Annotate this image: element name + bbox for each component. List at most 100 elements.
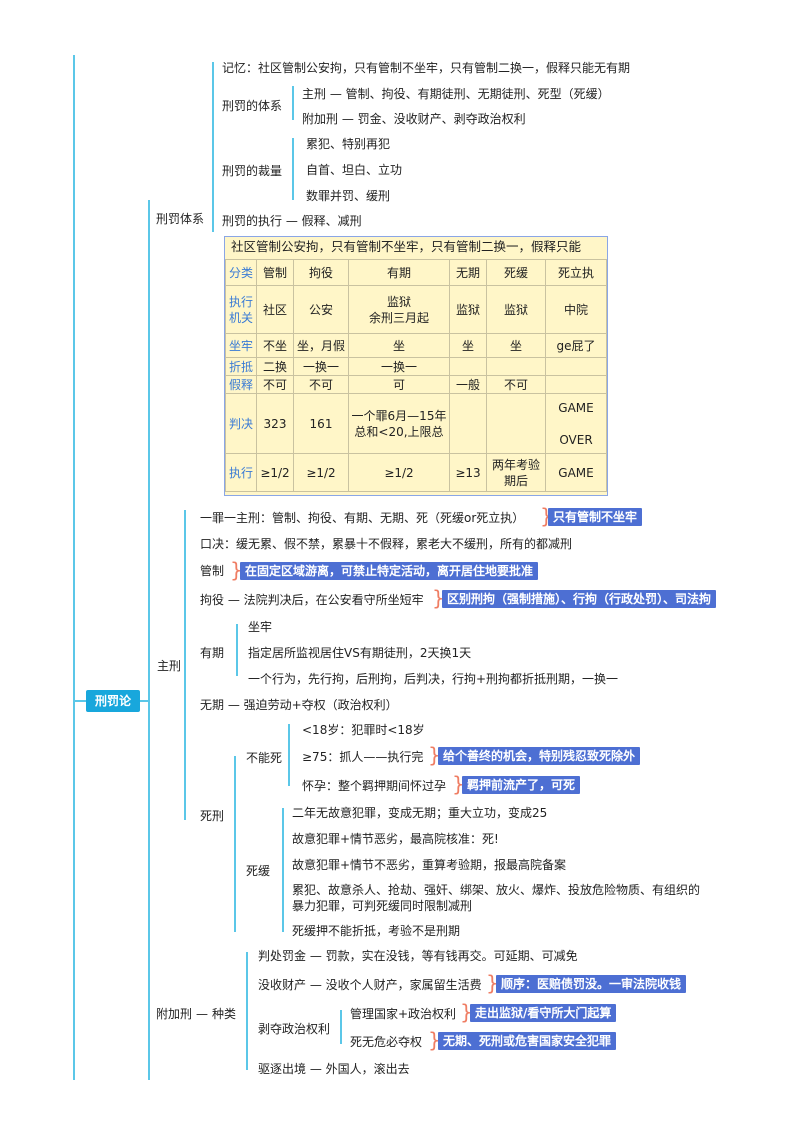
sihuan-item: 累犯、故意杀人、抢劫、强奸、绑架、放火、爆炸、投放危险物质、有组织的暴力犯罪，可… <box>292 883 701 913</box>
sihuan-item: 二年无故意犯罪，变成无期；重大立功，变成25 <box>292 806 548 820</box>
node-koujue: 口决：缓无累、假不禁，累暴十不假释，累老大不缓刑，所有的都减刑 <box>200 537 573 551</box>
table-row: 折抵二换一换一一换一 <box>225 357 607 376</box>
table-cell: GAME <box>545 453 607 492</box>
sihuan-item: 故意犯罪+情节不恶劣，重算考验期，报最高院备案 <box>292 858 567 872</box>
table-header-cell: 管制 <box>256 259 294 286</box>
brace-icon: } <box>486 971 499 995</box>
table-cell: 不可 <box>293 375 349 394</box>
sihuan-item: 死缓押不能折抵，考验不是刑期 <box>292 924 461 938</box>
table-header-cell: 分类 <box>225 259 257 286</box>
note-badge: 给个善终的机会，特别残忍致死除外 <box>438 747 641 765</box>
table-row-label: 折抵 <box>225 357 257 376</box>
node-tixi[interactable]: 刑罚的体系 <box>222 99 283 113</box>
boduo-spine <box>340 1010 342 1044</box>
node-sixing[interactable]: 死刑 <box>200 809 225 823</box>
table-cell: 二换 <box>256 357 294 376</box>
node-cailiang[interactable]: 刑罚的裁量 <box>222 164 283 178</box>
youqi-item: 坐牢 <box>248 620 273 634</box>
node-fujia[interactable]: 附加刑 <box>156 1007 193 1021</box>
node-youqi[interactable]: 有期 <box>200 646 225 660</box>
sixing-spine <box>234 756 236 932</box>
node-zhuxing-list: 主刑 — 管制、拘役、有期徒刑、无期徒刑、死型（死缓） <box>302 87 610 101</box>
node-guanzhi[interactable]: 管制 <box>200 564 225 578</box>
table-cell: 监狱 <box>486 285 546 334</box>
node-yizui: 一罪一主刑：管制、拘役、有期、无期、死（死缓or死立执） <box>200 511 525 525</box>
youqi-item: 一个行为，先行拘，后刑拘，后判决，行拘+刑拘都折抵刑期，一换一 <box>248 672 619 686</box>
cailiang-item: 累犯、特别再犯 <box>306 137 391 151</box>
note-badge: 只有管制不坐牢 <box>548 508 643 526</box>
table-cell: ≥13 <box>449 453 487 492</box>
table-cell: 中院 <box>545 285 607 334</box>
table-cell: 可 <box>348 375 450 394</box>
brace-icon: } <box>428 1028 441 1052</box>
table-cell: ≥1/2 <box>256 453 294 492</box>
level1-line <box>148 200 150 1080</box>
sihuan-spine <box>282 808 284 932</box>
level1-link <box>140 700 149 702</box>
table-row-label: 执行 <box>225 453 257 492</box>
table-cell: 不可 <box>256 375 294 394</box>
table-cell: 一换一 <box>293 357 349 376</box>
boduo-item: 死无危必夺权 <box>350 1035 423 1049</box>
comparison-table: 社区管制公安拘，只有管制不坐牢，只有管制二换一，假释只能 分类 管制 拘役 有期… <box>224 236 608 496</box>
brace-icon: } <box>230 558 243 582</box>
table-cell: 坐 <box>486 333 546 358</box>
table-cell: 社区 <box>256 285 294 334</box>
table-cell: 323 <box>256 393 294 454</box>
node-xfts[interactable]: 刑罚体系 <box>156 212 205 226</box>
node-juyi: 拘役 — 法院判决后，在公安看守所坐短牢 <box>200 593 424 607</box>
table-cell <box>449 393 487 454</box>
table-cell: ≥1/2 <box>293 453 349 492</box>
youqi-item: 指定居所监视居住VS有期徒刑，2天换1天 <box>248 646 472 660</box>
node-zhonglei[interactable]: 种类 <box>212 1007 237 1021</box>
note-badge: 区别刑拘（强制措施）、行拘（行政处罚）、司法拘 <box>442 590 717 608</box>
brace-icon: } <box>428 743 441 767</box>
node-moshou: 没收财产 — 没收个人财产，家属留生活费 <box>258 978 482 992</box>
buneng-item: <18岁：犯罪时<18岁 <box>302 723 425 737</box>
node-quzhu: 驱逐出境 — 外国人，滚出去 <box>258 1062 410 1076</box>
table-cell: 两年考验期后 <box>486 453 546 492</box>
table-cell: 不可 <box>486 375 546 394</box>
root-node[interactable]: 刑罚论 <box>86 690 140 712</box>
node-sihuan[interactable]: 死缓 <box>246 864 271 878</box>
table-cell: 坐 <box>348 333 450 358</box>
table-cell: 一换一 <box>348 357 450 376</box>
table-cell: 坐 <box>449 333 487 358</box>
table-cell: 161 <box>293 393 349 454</box>
table-cell: 不坐 <box>256 333 294 358</box>
table-cell: 一个罪6月—15年总和<20,上限总 <box>348 393 450 454</box>
note-badge: 羁押前流产了，可死 <box>462 776 581 794</box>
node-buneng[interactable]: 不能死 <box>246 751 283 765</box>
table-cell <box>545 357 607 376</box>
note-badge: 走出监狱/看守所大门起算 <box>470 1004 617 1022</box>
table-cell: 公安 <box>293 285 349 334</box>
table-header-cell: 死立执 <box>545 259 607 286</box>
table-cell: 监狱余刑三月起 <box>348 285 450 334</box>
table-header-cell: 无期 <box>449 259 487 286</box>
tixi-spine <box>292 86 294 120</box>
buneng-spine <box>288 724 290 786</box>
table-cell: 坐，月假 <box>293 333 349 358</box>
node-wuqi: 无期 — 强迫劳动+夺权（政治权利） <box>200 698 398 712</box>
main-trunk-line <box>73 55 75 1080</box>
brace-icon: } <box>432 586 445 610</box>
table-row: 执行机关社区公安监狱余刑三月起监狱监狱中院 <box>225 285 607 334</box>
root-link <box>73 700 86 702</box>
table-cell: ge屁了 <box>545 333 607 358</box>
table-row-label: 执行机关 <box>225 285 257 334</box>
node-zhixing: 刑罚的执行 — 假释、减刑 <box>222 214 362 228</box>
sihuan-item: 故意犯罪+情节恶劣，最高院核准：死! <box>292 832 499 846</box>
table-row: 假释不可不可可一般不可 <box>225 375 607 394</box>
note-badge: 在固定区域游离，可禁止特定活动，离开居住地要批准 <box>240 562 539 580</box>
node-zhuxing[interactable]: 主刑 <box>157 659 182 673</box>
node-fujia-list: 附加刑 — 罚金、没收财产、剥夺政治权利 <box>302 112 526 126</box>
table-row-label: 假释 <box>225 375 257 394</box>
table-header-cell: 拘役 <box>293 259 349 286</box>
node-boduo[interactable]: 剥夺政治权利 <box>258 1022 331 1036</box>
table-cell <box>545 375 607 394</box>
dash: — <box>196 1007 208 1021</box>
